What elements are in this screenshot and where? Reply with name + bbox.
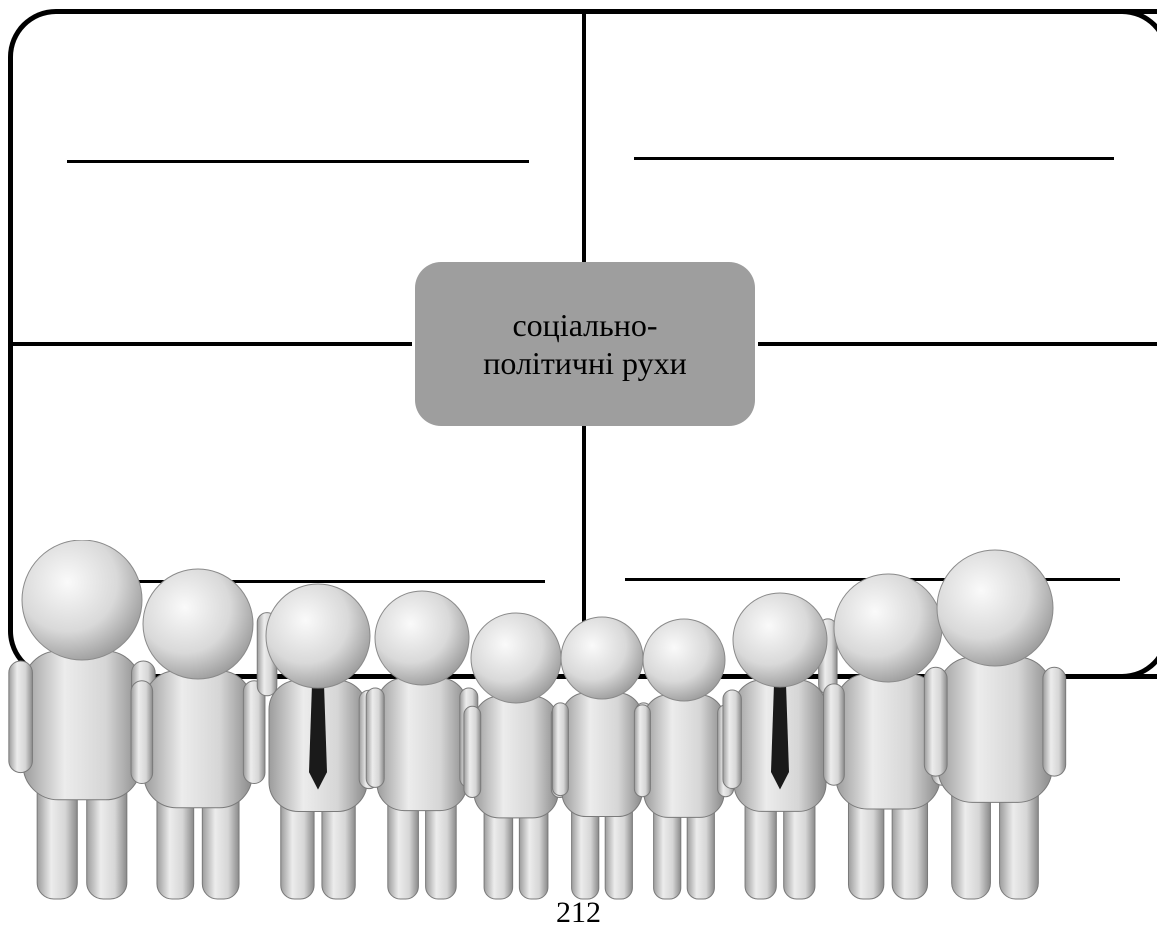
- figure-head: [642, 618, 726, 702]
- figure-10: [923, 549, 1067, 900]
- people-illustration: [8, 540, 1067, 900]
- figure-arm: [551, 702, 569, 797]
- figure-tie: [771, 683, 789, 790]
- figure-arm: [823, 683, 845, 786]
- figure-head: [732, 592, 828, 688]
- divider-vertical-bottom: [582, 424, 586, 640]
- figure-head: [21, 540, 143, 661]
- figure-head: [833, 573, 943, 683]
- figure-head: [142, 568, 254, 680]
- figure-arm: [923, 666, 948, 777]
- figure-arm: [722, 689, 742, 790]
- figure-head: [936, 549, 1054, 667]
- page-number: 212: [556, 896, 601, 929]
- figure-4: [365, 590, 479, 900]
- quadrant-top-left-blank[interactable]: [67, 160, 529, 163]
- figure-7: [633, 618, 735, 900]
- figure-torso: [473, 695, 559, 819]
- figure-torso: [376, 677, 468, 812]
- quadrant-bottom-left-blank[interactable]: [130, 580, 545, 583]
- figure-arm: [463, 705, 482, 798]
- figure-torso: [643, 694, 725, 818]
- figure-arm: [8, 660, 33, 774]
- divider-vertical-top: [582, 10, 586, 264]
- figure-head: [374, 590, 470, 686]
- figure-arm: [130, 680, 154, 784]
- divider-horizontal-right: [758, 342, 1157, 346]
- figure-2: [130, 568, 266, 900]
- figure-torso: [22, 650, 142, 801]
- figure-tie: [309, 684, 327, 790]
- figure-arm: [365, 687, 385, 788]
- quadrant-top-right-blank[interactable]: [634, 157, 1114, 160]
- figure-torso: [937, 656, 1053, 803]
- center-concept-label: соціально- політичні рухи: [483, 307, 687, 381]
- figure-head: [470, 612, 562, 704]
- figure-8: [722, 592, 838, 900]
- frame-right-part: [1110, 9, 1157, 679]
- figure-head: [560, 616, 644, 700]
- figure-arm: [242, 680, 266, 784]
- figure-arm: [633, 704, 651, 798]
- figure-3: [256, 583, 380, 900]
- figure-torso: [143, 670, 253, 809]
- figure-torso: [561, 692, 643, 818]
- figure-head: [265, 583, 371, 689]
- figure-arm: [1042, 666, 1067, 777]
- center-concept-box: соціально- політичні рухи: [415, 262, 755, 426]
- divider-horizontal-left: [10, 342, 412, 346]
